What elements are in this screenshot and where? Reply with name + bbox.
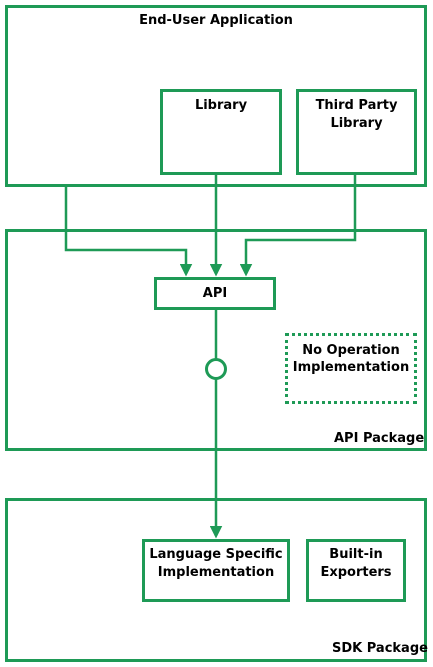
built-in-exporters-title-line1: Built-in bbox=[329, 547, 383, 562]
library-title: Library bbox=[194, 98, 248, 113]
api-box bbox=[154, 277, 276, 310]
language-specific-title-line2: Implementation bbox=[157, 565, 275, 580]
no-operation-title-line1: No Operation bbox=[302, 343, 400, 358]
interface-circle-icon bbox=[205, 358, 227, 380]
third-party-library-box bbox=[296, 89, 417, 175]
third-party-library-title-line2: Library bbox=[330, 116, 383, 131]
language-specific-implementation-box bbox=[142, 539, 290, 602]
arrow-app-to-api bbox=[64, 187, 193, 277]
third-party-library-title-line1: Third Party bbox=[315, 98, 398, 113]
api-package-title: API Package bbox=[334, 431, 425, 446]
arrow-third-party-to-api bbox=[239, 175, 357, 277]
api-title: API bbox=[202, 286, 228, 301]
language-specific-title-line1: Language Specific bbox=[149, 547, 283, 562]
library-box bbox=[160, 89, 282, 175]
built-in-exporters-box bbox=[306, 539, 406, 602]
built-in-exporters-title-line2: Exporters bbox=[320, 565, 392, 580]
no-operation-implementation-box bbox=[285, 333, 417, 404]
sdk-package-title: SDK Package bbox=[332, 641, 428, 656]
end-user-application-title: End-User Application bbox=[139, 13, 293, 28]
no-operation-title-line2: Implementation bbox=[292, 360, 410, 375]
